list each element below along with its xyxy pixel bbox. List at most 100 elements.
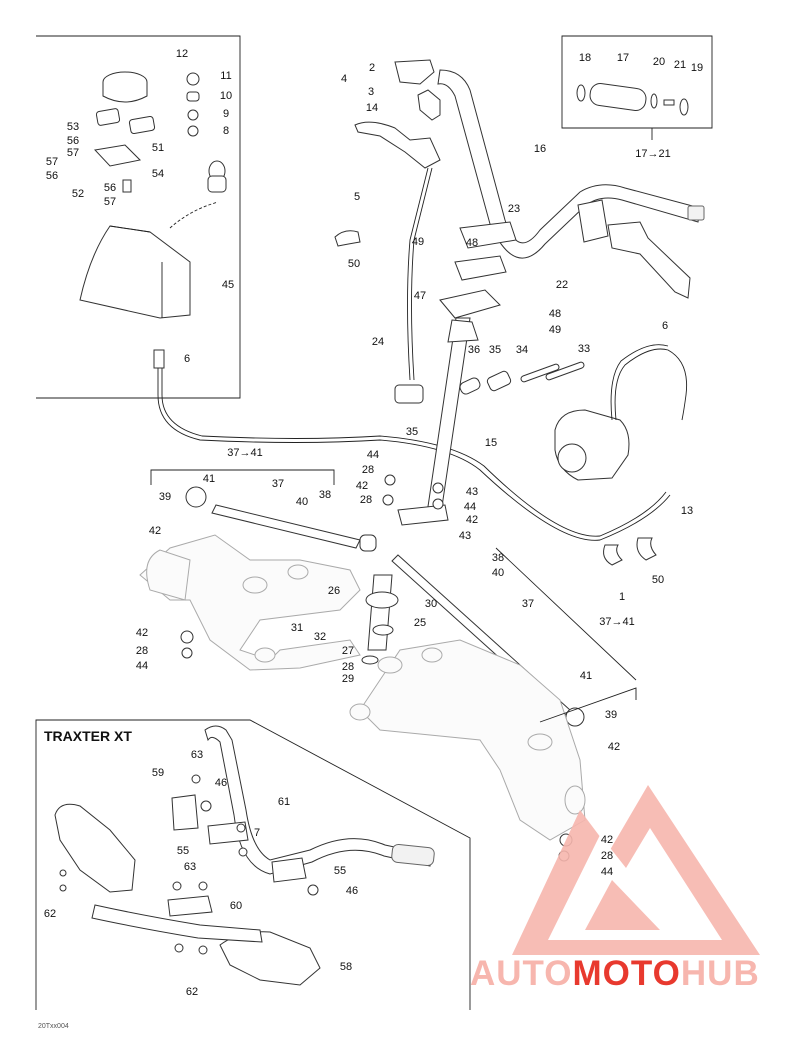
callout-label: 56 <box>46 170 58 182</box>
callout-label: 57 <box>46 156 58 168</box>
callout-label: 12 <box>176 48 188 60</box>
callout-label: 44 <box>464 501 476 513</box>
callout-label: 46 <box>215 777 227 789</box>
callout-label: 60 <box>230 900 242 912</box>
callout-label: 13 <box>681 505 693 517</box>
callout-label: 40 <box>492 567 504 579</box>
callout-label: 52 <box>72 188 84 200</box>
callout-label: 25 <box>414 617 426 629</box>
callout-label: 40 <box>296 496 308 508</box>
callout-label: 32 <box>314 631 326 643</box>
callout-label: 23 <box>508 203 520 215</box>
callout-label: 15 <box>485 437 497 449</box>
callout-label: 28 <box>601 850 613 862</box>
callout-label: 28 <box>136 645 148 657</box>
callout-label: 24 <box>372 336 384 348</box>
callout-label: 35 <box>489 344 501 356</box>
callout-label: 50 <box>348 258 360 270</box>
callout-label: 39 <box>605 709 617 721</box>
callout-label: 28 <box>360 494 372 506</box>
frame-ghost <box>139 534 637 841</box>
callout-label: 30 <box>425 598 437 610</box>
callout-label: 11 <box>220 70 231 82</box>
callout-label: 28 <box>342 661 354 673</box>
watermark-text-hub: HUB <box>681 954 760 993</box>
callout-label: 44 <box>136 660 148 672</box>
callout-label: 38 <box>492 552 504 564</box>
callout-label: 3 <box>368 86 374 98</box>
tie-rod-left-part <box>211 504 361 549</box>
callout-label: 9 <box>223 108 229 120</box>
callout-label: 21 <box>674 59 686 71</box>
callout-label: 29 <box>342 673 354 685</box>
callout-label: 22 <box>556 279 568 291</box>
watermark-logo <box>512 785 760 955</box>
callout-label: 61 <box>278 796 290 808</box>
callout-label: 28 <box>362 464 374 476</box>
callout-label: 42 <box>149 525 161 537</box>
callout-label: 57 <box>67 147 79 159</box>
callout-label: 18 <box>579 52 591 64</box>
callout-label: 17→21 <box>635 148 670 160</box>
callout-label: 63 <box>184 861 196 873</box>
callout-label: 47 <box>414 290 426 302</box>
callout-label: 37 <box>522 598 534 610</box>
inset-title: TRAXTER XT <box>44 728 132 744</box>
callout-label: 44 <box>367 449 379 461</box>
callout-label: 6 <box>184 353 190 365</box>
callout-label: 51 <box>152 142 164 154</box>
callout-label: 1 <box>619 591 625 603</box>
callout-label: 42 <box>356 480 368 492</box>
callout-label: 62 <box>44 908 56 920</box>
callout-label: 46 <box>346 885 358 897</box>
watermark-text: AUTOMOTOHUB <box>470 954 760 993</box>
callout-label: 8 <box>223 125 229 137</box>
windshield-inset <box>36 35 671 541</box>
callout-label: 14 <box>366 102 378 114</box>
callout-label: 16 <box>534 143 546 155</box>
callout-label: 4 <box>341 73 347 85</box>
callout-label: 5 <box>354 191 360 203</box>
callout-label: 33 <box>578 343 590 355</box>
callout-label: 26 <box>328 585 340 597</box>
callout-label: 42 <box>601 834 613 846</box>
callout-label: 62 <box>186 986 198 998</box>
callout-label: 42 <box>136 627 148 639</box>
handlebar-assembly <box>334 59 705 566</box>
callout-label: 41 <box>203 473 215 485</box>
callout-label: 36 <box>468 344 480 356</box>
callout-label: 59 <box>152 767 164 779</box>
callout-label: 37→41 <box>227 447 262 459</box>
callout-label: 49 <box>412 236 424 248</box>
callout-label: 37 <box>272 478 284 490</box>
handlebar-part <box>437 69 701 259</box>
reference-code: 20Txx004 <box>38 1023 69 1030</box>
callout-label: 56 <box>67 135 79 147</box>
callout-label: 41 <box>580 670 592 682</box>
callout-label: 19 <box>691 62 703 74</box>
callout-label: 31 <box>291 622 303 634</box>
callout-label: 44 <box>601 866 613 878</box>
callout-label: 58 <box>340 961 352 973</box>
callout-label: 34 <box>516 344 528 356</box>
callout-label: 45 <box>222 279 234 291</box>
callout-label: 43 <box>459 530 471 542</box>
callout-label: 49 <box>549 324 561 336</box>
callout-label: 42 <box>608 741 620 753</box>
callout-label: 38 <box>319 489 331 501</box>
handguard-left-part <box>54 803 136 893</box>
callout-label: 39 <box>159 491 171 503</box>
watermark-text-moto: MOTO <box>573 954 681 993</box>
traxter-xt-inset <box>35 719 471 1010</box>
callout-label: 2 <box>369 62 375 74</box>
callout-label: 56 <box>104 182 116 194</box>
steering-column-part <box>425 317 471 521</box>
callout-label: 57 <box>104 196 116 208</box>
callout-label: 27 <box>342 645 354 657</box>
windshield-part <box>79 225 191 319</box>
grip-inset <box>561 35 713 140</box>
callout-label: 7 <box>254 827 260 839</box>
callout-label: 48 <box>549 308 561 320</box>
